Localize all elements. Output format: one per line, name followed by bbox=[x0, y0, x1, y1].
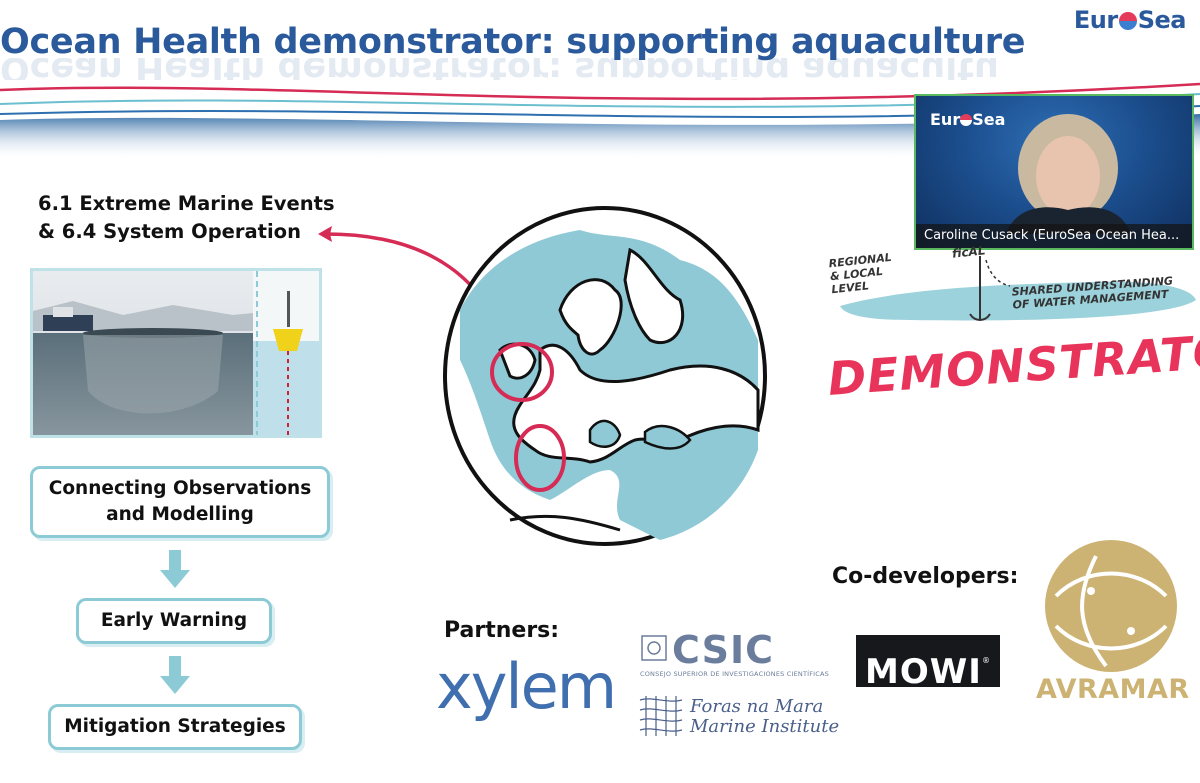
slide-title: Ocean Health demonstrator: supporting aq… bbox=[0, 22, 1026, 62]
participant-name-label: Caroline Cusack (EuroSea Ocean Hea... bbox=[916, 224, 1192, 248]
csic-emblem-icon bbox=[641, 635, 667, 661]
arrow-down-icon bbox=[160, 656, 190, 694]
participant-avatar bbox=[1006, 114, 1131, 234]
demonstrator-word: DEMONSTRATOR bbox=[826, 321, 1200, 406]
avramar-emblem-icon bbox=[1045, 540, 1177, 672]
marine-institute-logo: Foras na Mara Marine Institute bbox=[638, 692, 839, 740]
europe-globe-illustration bbox=[443, 206, 767, 546]
avramar-logo: AVRAMAR bbox=[1036, 536, 1189, 716]
xylem-logo: xylem bbox=[436, 650, 617, 723]
section-heading: 6.1 Extreme Marine Events & 6.4 System O… bbox=[38, 192, 335, 243]
eurosea-logo-o-icon bbox=[1118, 12, 1137, 30]
eurosea-logo-o-icon bbox=[960, 114, 973, 126]
arrow-down-icon bbox=[160, 550, 190, 588]
partners-label: Partners: bbox=[444, 618, 560, 643]
codevelopers-label: Co-developers: bbox=[832, 564, 1019, 589]
slide-title-reflection: Ocean Health demonstrator: supporting aq… bbox=[0, 58, 1000, 80]
mitigation-strategies-box: Mitigation Strategies bbox=[48, 704, 302, 750]
connecting-observations-box: Connecting Observations and Modelling bbox=[30, 466, 330, 538]
early-warning-box: Early Warning bbox=[76, 598, 272, 644]
csic-logo: CSIC CONSEJO SUPERIOR DE INVESTIGACIONES… bbox=[640, 628, 829, 678]
marine-institute-grid-icon bbox=[639, 696, 683, 736]
aquaculture-illustration bbox=[30, 268, 322, 438]
sketch-notes: REGIONAL & LOCAL LEVEL ficAL SHARED UNDE… bbox=[828, 236, 1200, 326]
mowi-logo: MOWI® bbox=[856, 635, 1000, 692]
